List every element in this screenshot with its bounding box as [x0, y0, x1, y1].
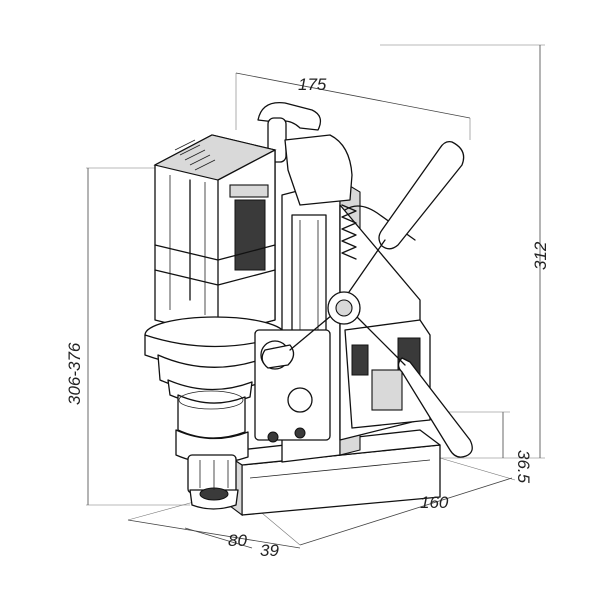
control-box — [339, 204, 431, 441]
dim-top-width: 175 — [298, 75, 327, 94]
dim-overall-height: 312 — [531, 241, 550, 270]
dim-base-height: 36.5 — [514, 450, 533, 484]
carriage — [254, 329, 331, 443]
carry-handle — [257, 101, 353, 206]
motor — [153, 134, 277, 336]
dimension-labels: 175 312 306-376 36.5 160 80 39 — [65, 75, 550, 560]
return-spring — [341, 204, 357, 260]
dim-base-width: 80 — [228, 531, 247, 550]
spindle — [175, 390, 249, 510]
feed-handles — [261, 140, 473, 458]
dim-base-length: 160 — [420, 493, 449, 512]
dim-spindle-offset: 39 — [260, 541, 279, 560]
gearbox — [144, 316, 286, 405]
dim-stroke-range: 306-376 — [65, 342, 84, 405]
